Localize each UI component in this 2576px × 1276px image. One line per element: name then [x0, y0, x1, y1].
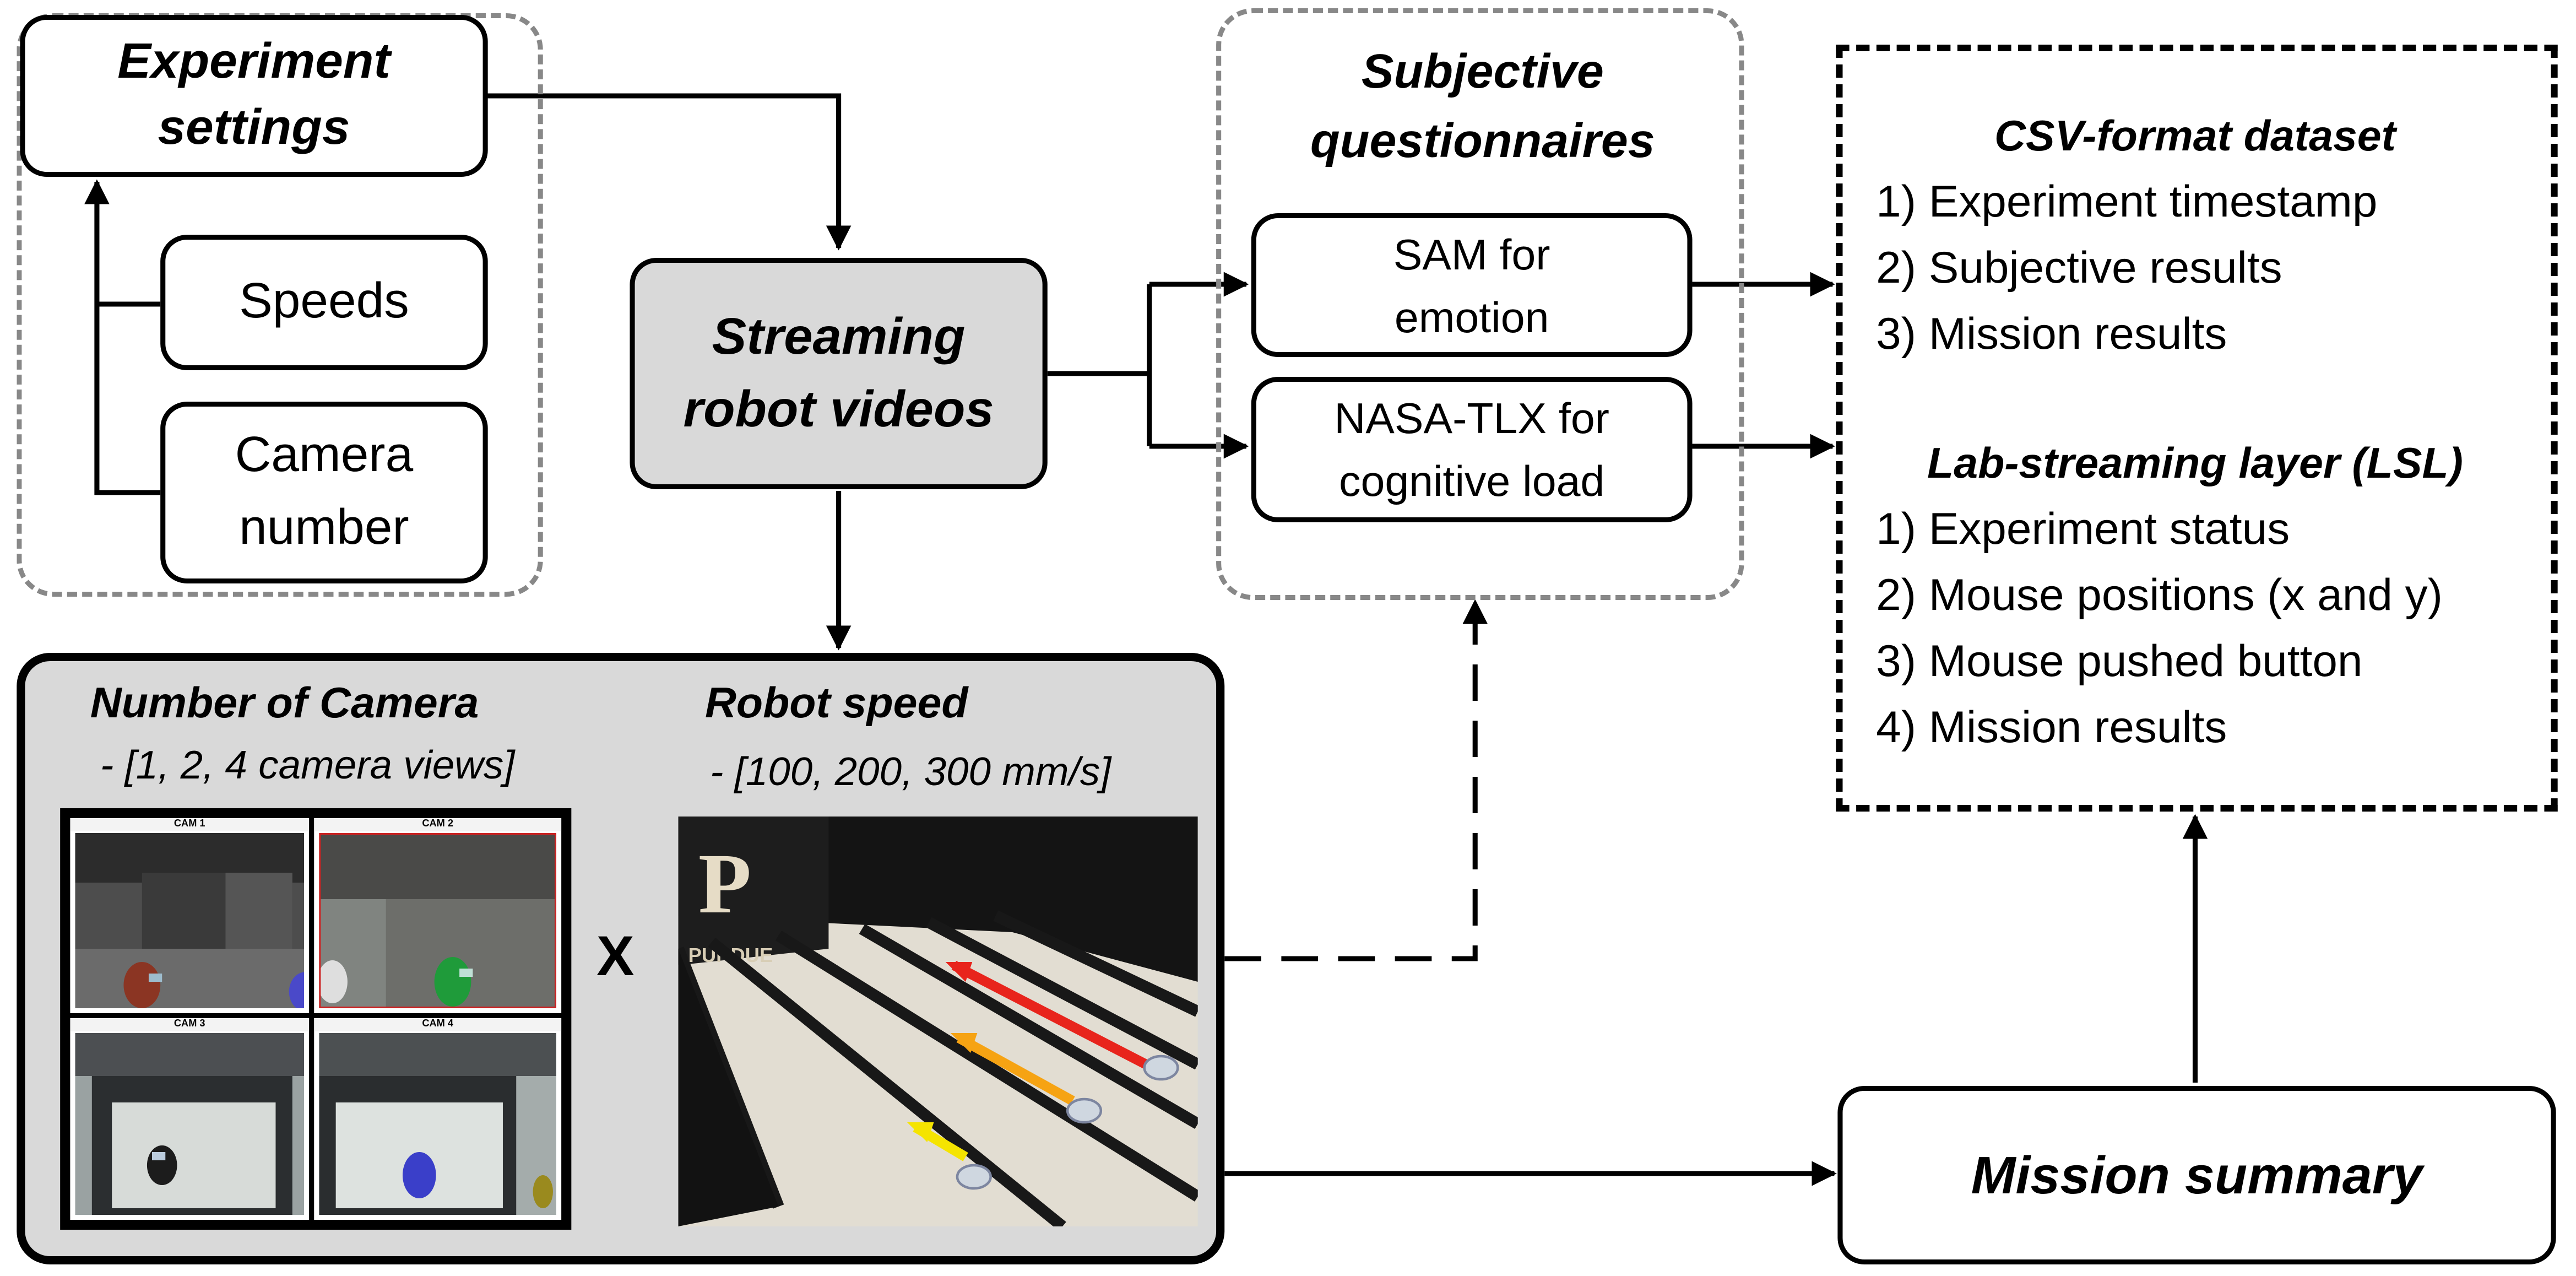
lsl-item: 1) Experiment status [1876, 504, 2290, 554]
cam-3-scene [75, 1033, 305, 1215]
cam-label-2: CAM 2 [314, 818, 562, 831]
cam-view-2: CAM 2 [314, 818, 562, 1013]
purdue-logo-letter: P [698, 836, 751, 931]
lsl-item: 2) Mouse positions (x and y) [1876, 570, 2443, 620]
cam-label-4: CAM 4 [314, 1018, 562, 1031]
camera-condition-title: Number of Camera [90, 678, 479, 727]
arrow-panel-to-questionnaires [1224, 599, 1488, 961]
experiment-settings-label: Experiment settings [117, 35, 391, 155]
cam-view-1: CAM 1 [70, 818, 310, 1013]
lsl-title: Lab-streaming layer (LSL) [1927, 437, 2463, 487]
questionnaires-title: Subjective questionnaires [1310, 46, 1655, 169]
cam-view-4: CAM 4 [314, 1018, 562, 1220]
camera-condition-values: - [1, 2, 4 camera views] [100, 744, 515, 788]
speeds-box: Speeds [160, 235, 488, 370]
nasa-box: NASA-TLX for cognitive load [1251, 377, 1693, 522]
csv-item: 1) Experiment timestamp [1876, 177, 2378, 226]
csv-item: 3) Mission results [1876, 309, 2227, 359]
csv-list: 1) Experiment timestamp 2) Subjective re… [1876, 169, 2544, 367]
mission-summary-label: Mission summary [1971, 1144, 2423, 1204]
speed-condition-values: - [100, 200, 300 mm/s] [710, 750, 1111, 795]
robot-arena-photo: P PURDUE [678, 817, 1198, 1226]
csv-item: 2) Subjective results [1876, 243, 2282, 293]
streaming-label: Streaming robot videos [683, 307, 994, 438]
csv-title: CSV-format dataset [1994, 110, 2396, 160]
lsl-item: 3) Mouse pushed button [1876, 636, 2363, 686]
camera-number-label: Camera number [235, 428, 414, 555]
cam-label-3: CAM 3 [70, 1018, 310, 1031]
arrow-settings-to-streaming [486, 93, 852, 251]
nasa-label: NASA-TLX for cognitive load [1334, 393, 1609, 506]
lsl-list: 1) Experiment status 2) Mouse positions … [1876, 496, 2544, 760]
camera-grid: CAM 1 CAM 2 [60, 808, 572, 1230]
cam-view-3: CAM 3 [70, 1018, 310, 1220]
experiment-settings-box: Experiment settings [20, 15, 488, 177]
times-symbol: X [596, 926, 634, 988]
speeds-label: Speeds [239, 274, 409, 329]
sam-box: SAM for emotion [1251, 213, 1693, 357]
cam-2-scene [319, 833, 557, 1008]
speed-condition-title: Robot speed [704, 678, 968, 727]
lsl-item: 4) Mission results [1876, 702, 2227, 752]
dataset-box [1836, 45, 2558, 812]
sam-label: SAM for emotion [1393, 229, 1550, 342]
arrow-camera-to-settings [84, 179, 161, 495]
questionnaires-group [1216, 8, 1744, 600]
camera-number-box: Camera number [160, 402, 488, 583]
cam-4-scene [319, 1033, 557, 1215]
cam-label-1: CAM 1 [70, 818, 310, 831]
streaming-box: Streaming robot videos [630, 258, 1048, 489]
mission-summary-box: Mission summary [1837, 1086, 2556, 1264]
cam-1-scene [75, 833, 305, 1008]
